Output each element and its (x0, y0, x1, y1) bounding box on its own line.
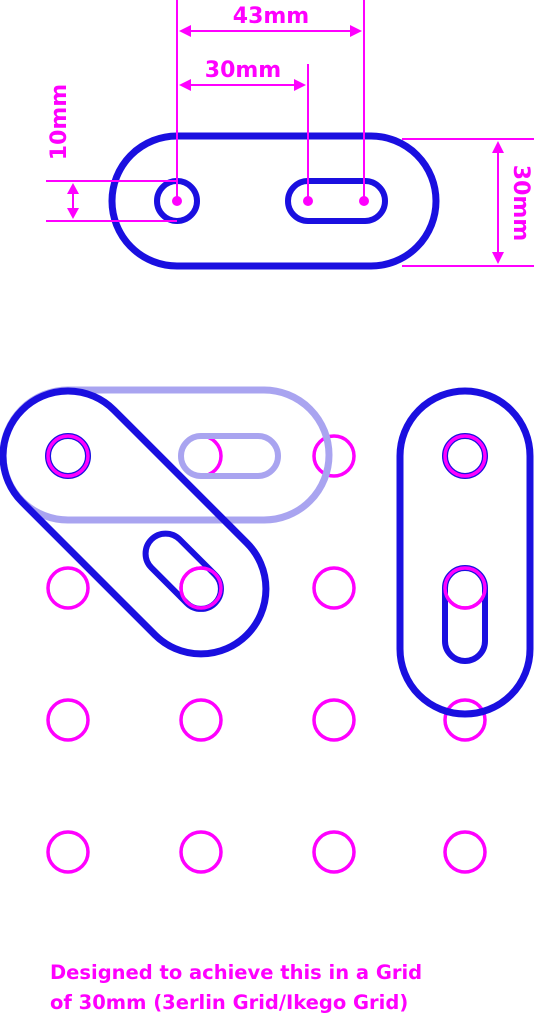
slot-hole (285, 178, 388, 224)
grid-hole (443, 698, 487, 742)
caption-line-2: of 30mm (3erlin Grid/Ikego Grid) (50, 991, 409, 1014)
part-outline (108, 132, 440, 270)
aligned-hole (443, 434, 487, 478)
hole-grid (46, 434, 487, 874)
dimension-30mm-width: 30mm (402, 138, 534, 267)
dimension-label-10mm: 10mm (47, 84, 72, 160)
grid-hole (46, 566, 90, 610)
caption: Designed to achieve this in a Grid of 30… (50, 958, 530, 1018)
dimensioned-part-drawing: 43mm 30mm 10mm 30mm (46, 0, 534, 270)
grid-hole (179, 698, 223, 742)
dimension-label-30mm-spacing: 30mm (205, 58, 281, 83)
grid-hole (443, 830, 487, 874)
aligned-hole-highlights (46, 434, 487, 610)
dimension-43mm: 43mm (179, 4, 362, 37)
dimension-10mm: 10mm (46, 84, 177, 222)
grid-hole (312, 434, 356, 478)
grid-hole (312, 698, 356, 742)
aligned-hole (179, 566, 223, 610)
aligned-hole (46, 434, 90, 478)
caption-line-1: Designed to achieve this in a Grid (50, 961, 423, 984)
grid-hole (46, 830, 90, 874)
grid-hole (312, 830, 356, 874)
grid-hole (179, 830, 223, 874)
dimension-label-43mm: 43mm (233, 4, 309, 29)
grid-hole (46, 698, 90, 742)
dimension-30mm-spacing: 30mm (179, 58, 306, 91)
grid-hole (312, 566, 356, 610)
dimension-label-30mm-width: 30mm (508, 165, 533, 241)
ghost-part-horizontal (0, 386, 333, 524)
vertical-part (396, 387, 534, 718)
aligned-hole (443, 566, 487, 610)
